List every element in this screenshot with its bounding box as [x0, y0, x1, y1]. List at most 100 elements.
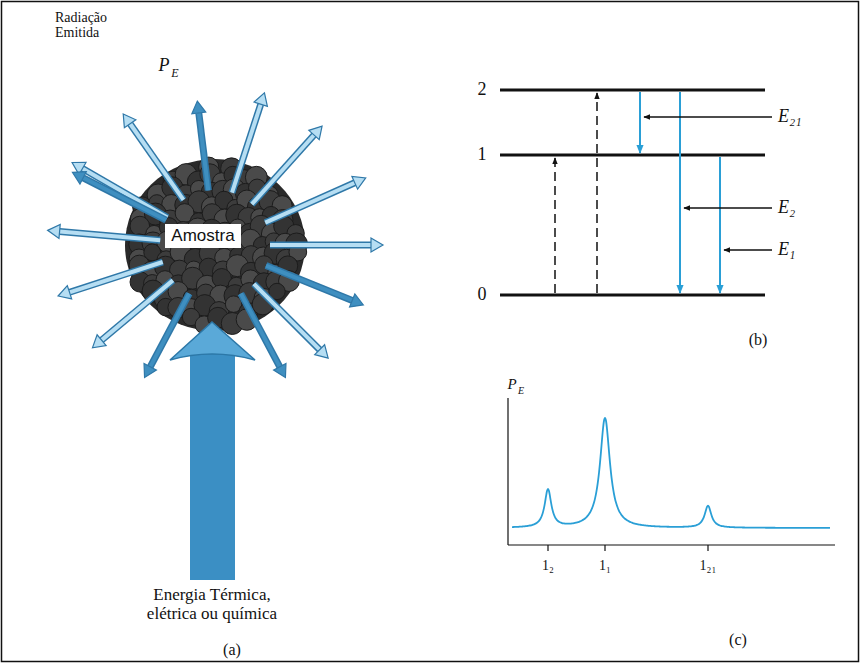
- radiation-arrow: [123, 114, 183, 200]
- ray-shaft: [82, 169, 167, 218]
- y-axis: [507, 398, 508, 545]
- x-axis: [508, 544, 835, 545]
- level-number: 0: [478, 285, 487, 305]
- ray-shaft: [69, 262, 162, 292]
- wavelength-label: 1₂₁: [700, 558, 717, 573]
- excitation-arrow: [554, 158, 556, 293]
- level-line: [500, 89, 765, 92]
- radiation-arrow: [144, 294, 189, 378]
- ray-head: [254, 93, 267, 107]
- ray-shaft: [265, 183, 355, 223]
- sample-label-box: Amostra: [165, 224, 240, 248]
- spectrum-curve: [512, 418, 830, 528]
- ray-outline: [252, 135, 314, 204]
- ray-shaft: [60, 231, 161, 240]
- ray-shaft: [232, 104, 261, 192]
- radiation-arrow: [58, 262, 163, 299]
- ray-outline: [265, 183, 355, 223]
- radiation-arrow: [72, 172, 166, 220]
- wavelength-label: 1₁: [599, 558, 611, 573]
- ray-head: [274, 364, 286, 378]
- ray-outline: [130, 124, 183, 200]
- pointer-arrow: [644, 116, 772, 117]
- ray-shaft: [102, 280, 173, 340]
- emission-arrow: [679, 92, 681, 293]
- level-line: [500, 154, 765, 157]
- ray-head: [92, 335, 106, 348]
- ray-shaft: [83, 178, 166, 220]
- energy-label: E₁: [778, 240, 795, 260]
- ray-outline: [199, 113, 209, 190]
- ray-shaft: [130, 124, 183, 200]
- ray-head: [192, 101, 206, 114]
- tick: [604, 545, 605, 551]
- radiation-arrow: [72, 162, 167, 217]
- sample-label: Amostra: [171, 226, 234, 246]
- ray-outline: [82, 169, 167, 218]
- pointer-arrow: [684, 207, 772, 208]
- tick: [547, 545, 548, 551]
- input-caption: Energia Térmica, elétrica ou química: [127, 586, 297, 623]
- ray-head: [371, 238, 383, 252]
- symbol-label: P: [159, 56, 170, 76]
- pointer-arrow: [724, 249, 772, 250]
- energy-levels: [500, 90, 772, 295]
- arrow-head: [170, 322, 255, 360]
- level-line: [500, 294, 765, 297]
- panel-label: (a): [223, 641, 241, 659]
- radiation-arrow: [266, 266, 363, 307]
- ray-shaft: [266, 266, 352, 301]
- arrow-shaft: [190, 352, 235, 580]
- ray-outline: [69, 262, 162, 292]
- radiation-arrow: [232, 93, 267, 193]
- ray-outline: [60, 231, 161, 240]
- emission-arrow: [719, 157, 721, 293]
- ray-outline: [232, 104, 261, 192]
- level-number: 1: [478, 145, 487, 165]
- ray-outline: [83, 178, 166, 220]
- subscript-label: E: [518, 385, 524, 396]
- ray-head: [72, 172, 86, 184]
- ray-head: [58, 286, 72, 299]
- radiation-arrow: [92, 280, 172, 347]
- emission-arrow: [639, 92, 641, 153]
- radiation-arrow: [241, 294, 286, 378]
- ray-head: [123, 114, 136, 128]
- radiation-arrow: [254, 284, 328, 358]
- ray-head: [315, 345, 328, 358]
- energy-label: E₂₁: [778, 107, 802, 127]
- axis-title: Radiação Emitida: [55, 10, 135, 41]
- ray-head: [144, 364, 156, 378]
- ray-head: [350, 294, 364, 307]
- ray-head: [48, 224, 61, 238]
- emitted-radiation: [48, 93, 383, 378]
- ray-outline: [266, 266, 352, 301]
- ray-outline: [270, 242, 371, 249]
- radiation-arrow: [252, 126, 322, 204]
- ray-shaft: [270, 243, 371, 247]
- excitation-arrow: [596, 93, 598, 293]
- ray-outline: [102, 280, 173, 340]
- ray-shaft: [199, 113, 209, 190]
- subscript-label: E: [171, 67, 178, 80]
- energy-label: E₂: [778, 198, 795, 218]
- tick: [707, 545, 708, 551]
- wavelength-label: 1₂: [542, 558, 554, 573]
- ray-shaft: [252, 135, 314, 204]
- radiation-arrow: [270, 238, 383, 252]
- radiation-arrow: [48, 224, 161, 240]
- ray-head: [352, 176, 366, 189]
- energy-input-arrow: [170, 322, 255, 580]
- panel-label: (b): [749, 331, 768, 349]
- radiation-arrow: [265, 176, 365, 222]
- ray-head: [309, 126, 322, 140]
- panel-label: (c): [729, 631, 747, 649]
- spectrum-plot: [508, 398, 835, 551]
- axis-label: P: [507, 376, 516, 393]
- radiation-arrow: [192, 101, 208, 190]
- level-number: 2: [478, 80, 487, 100]
